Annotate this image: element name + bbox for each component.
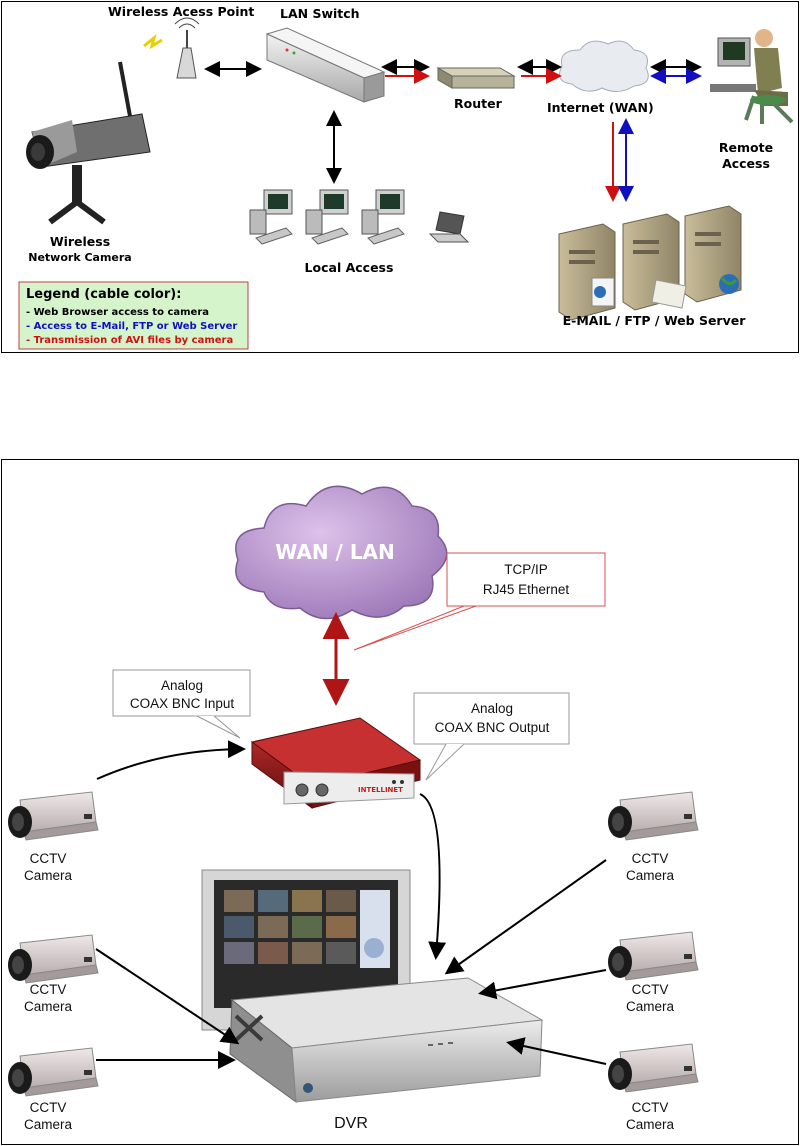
analog-output-callout: Analog COAX BNC Output (413, 692, 570, 781)
legend-title: Legend (cable color): (26, 287, 181, 302)
network-diagram-dvr: WAN / LAN TCP/IP RJ45 Ethernet Analog CO… (1, 459, 799, 1145)
access-point-label: Wireless Acess Point (108, 4, 254, 19)
dvr-diagram-svg: WAN / LAN TCP/IP RJ45 Ethernet Analog CO… (8, 485, 699, 1132)
analog-input-callout: Analog COAX BNC Input (112, 669, 251, 739)
legend-item-avi: - Transmission of AVI files by camera (26, 335, 233, 346)
wan-lan-cloud-icon (235, 485, 448, 620)
internet-label: Internet (WAN) (547, 100, 654, 115)
dvr-label: DVR (334, 1115, 368, 1132)
cctv-camera-icon (608, 1043, 699, 1093)
cctv-camera-icon (8, 934, 99, 984)
cctv-camera-label: CCTV (30, 982, 67, 997)
wan-lan-label: WAN / LAN (275, 540, 395, 564)
connection-lines (204, 59, 702, 202)
analog-output-label-2: COAX BNC Output (435, 720, 550, 735)
servers-label: E-MAIL / FTP / Web Server (563, 313, 747, 328)
cctv-camera-icon (8, 1047, 99, 1097)
cctv-camera-label: CCTV (30, 1100, 67, 1115)
cctv-camera-icon (608, 931, 699, 981)
device-brand-label: INTELLINET (358, 786, 403, 794)
cctv-camera-label: Camera (24, 999, 73, 1014)
remote-label-1: Remote (719, 140, 773, 155)
router-label: Router (454, 96, 503, 111)
local-access-computers-icon (249, 189, 470, 245)
legend-item-server: - Access to E-Mail, FTP or Web Server (26, 321, 237, 332)
network-diagram-svg: Wireless Network Camera Wireless Acess P… (18, 4, 794, 350)
network-diagram-wireless: Wireless Network Camera Wireless Acess P… (1, 1, 799, 353)
cctv-camera-label: Camera (626, 868, 675, 883)
analog-output-label-1: Analog (471, 701, 513, 716)
remote-access-person-icon (710, 29, 794, 124)
video-server-device-icon (250, 717, 422, 809)
remote-label-2: Access (722, 156, 770, 171)
cctv-camera-icon (8, 791, 99, 841)
cctv-camera-label: Camera (626, 999, 675, 1014)
legend: Legend (cable color): - Web Browser acce… (18, 281, 249, 350)
connection-arrows (95, 740, 607, 1069)
cctv-camera-label: CCTV (632, 982, 669, 997)
internet-cloud-icon (559, 40, 649, 92)
tcpip-callout: TCP/IP RJ45 Ethernet (353, 552, 606, 651)
cctv-camera-label: Camera (24, 1117, 73, 1132)
camera-label-1: Wireless (50, 234, 110, 249)
cctv-camera-label: CCTV (632, 851, 669, 866)
cctv-cameras: CCTVCameraCCTVCameraCCTVCameraCCTVCamera… (8, 791, 699, 1132)
cctv-camera-label: CCTV (632, 1100, 669, 1115)
dvr-recorder-icon (229, 977, 544, 1104)
cctv-camera-icon (608, 791, 699, 841)
local-access-label: Local Access (305, 260, 394, 275)
cctv-camera-label: Camera (626, 1117, 675, 1132)
analog-input-label-2: COAX BNC Input (130, 696, 235, 711)
server-towers-icon (558, 205, 742, 321)
cctv-camera-label: Camera (24, 868, 73, 883)
tcpip-label-2: RJ45 Ethernet (483, 582, 570, 597)
cctv-camera-label: CCTV (30, 851, 67, 866)
tcpip-label-1: TCP/IP (504, 562, 548, 577)
analog-input-label-1: Analog (161, 678, 203, 693)
legend-item-browser: - Web Browser access to camera (26, 307, 209, 318)
lan-switch-label: LAN Switch (280, 6, 360, 21)
wireless-camera-icon (26, 61, 151, 225)
lan-switch-icon (265, 27, 386, 103)
access-point-icon (143, 17, 200, 79)
camera-label-2: Network Camera (28, 251, 131, 264)
router-icon (436, 67, 516, 89)
